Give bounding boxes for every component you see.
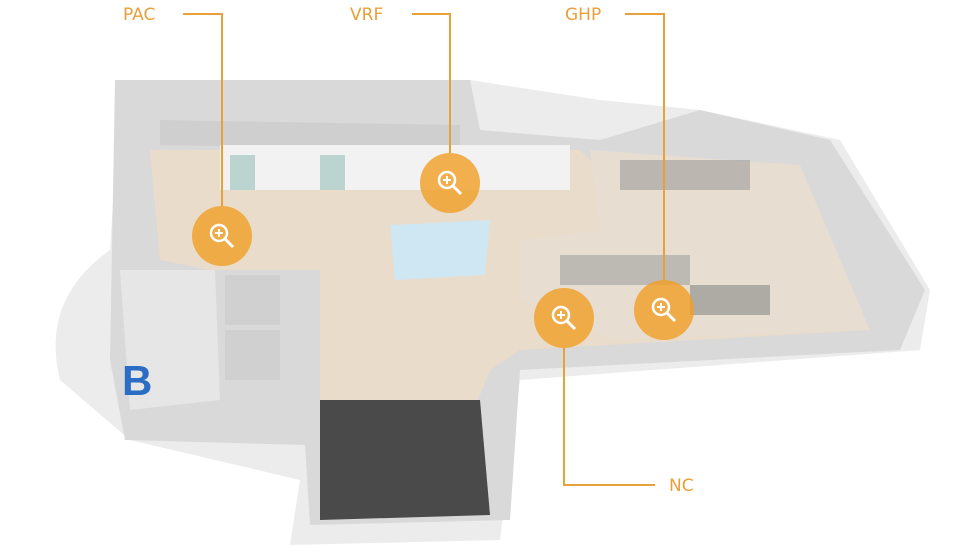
hotspot-nc-button[interactable]	[534, 288, 594, 348]
zoom-in-icon	[437, 170, 463, 196]
hotspot-label-pac: PAC	[123, 5, 156, 25]
hotspot-pac-button[interactable]	[192, 206, 252, 266]
zoom-in-icon	[209, 223, 235, 249]
hotspot-ghp-button[interactable]	[634, 280, 694, 340]
hotspot-label-nc: NC	[669, 476, 694, 496]
zoom-in-icon	[551, 305, 577, 331]
leader-line-vrf	[412, 13, 451, 153]
logo-letter: B	[122, 357, 152, 404]
hotspot-label-ghp: GHP	[565, 5, 602, 25]
hotspot-label-vrf: VRF	[350, 5, 384, 25]
zoom-in-icon	[651, 297, 677, 323]
hotspot-vrf-button[interactable]	[420, 153, 480, 213]
leader-line-pac	[183, 13, 223, 206]
leader-line-ghp	[625, 13, 665, 280]
leader-line-nc	[563, 348, 655, 486]
